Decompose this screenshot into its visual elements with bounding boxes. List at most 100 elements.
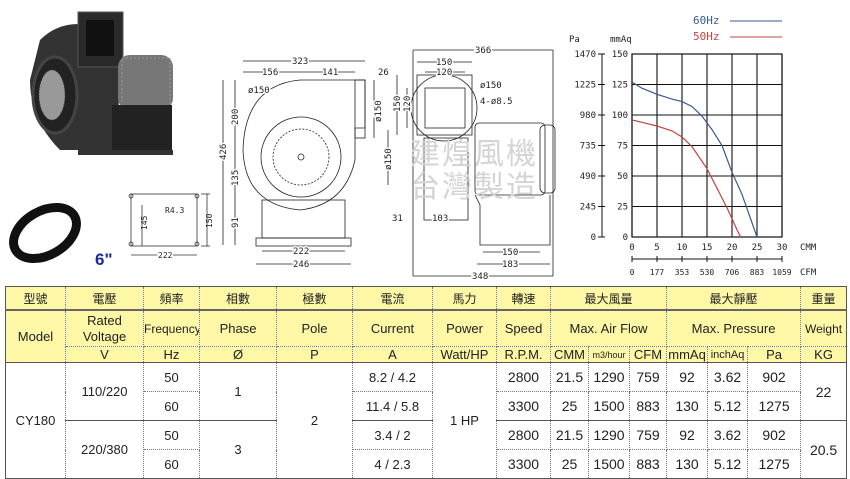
- y2-axis-title: Pa: [569, 35, 580, 45]
- x2-tick-label: 706: [725, 268, 740, 277]
- x-tick-label: 0: [629, 243, 634, 253]
- cell-inchaq: 3.62: [707, 362, 749, 392]
- hdr-voltage: Rated Voltage: [65, 310, 144, 347]
- y-tick-label: 125: [612, 81, 628, 91]
- y2-tick-label: 980: [580, 111, 596, 121]
- dim-side-holes: 4-ø8.5: [480, 97, 513, 107]
- x2-tick-label: 883: [750, 268, 765, 277]
- hdr-speed: Speed: [496, 310, 551, 347]
- dim-front-upper-height: 200: [231, 109, 241, 125]
- cell-cmm: 21.5: [550, 420, 589, 450]
- hdr-phase-zh: 相數: [199, 286, 277, 311]
- dim-side-flange-height-inner: 120: [403, 96, 413, 112]
- x-tick-label: 5: [654, 243, 659, 253]
- mount-height-label: 150: [205, 213, 214, 228]
- y-tick-label: 25: [617, 203, 628, 213]
- cell-mmaq: 92: [666, 420, 709, 450]
- unit-kg: KG: [800, 346, 848, 363]
- dim-side-base-outer: 183: [502, 260, 518, 270]
- cell-rpm: 3300: [496, 449, 551, 479]
- dim-front-right-width: 141: [322, 68, 338, 78]
- cell-rpm: 2800: [496, 362, 551, 392]
- cell-cmm: 21.5: [550, 362, 589, 392]
- cell-power: 1 HP: [432, 362, 497, 479]
- mount-height-inner-label: 145: [140, 215, 149, 230]
- dim-side-offset: 31: [392, 214, 403, 224]
- cell-inchaq: 5.12: [707, 391, 749, 421]
- y2-tick-label: 490: [580, 172, 596, 182]
- y2-tick-label: 735: [580, 142, 596, 152]
- unit-rpm: R.P.M.: [496, 346, 551, 363]
- cell-frequency: 50: [143, 362, 200, 392]
- unit-hz: Hz: [143, 346, 200, 363]
- dim-side-flange-height: 150: [393, 96, 403, 112]
- cell-cfm: 759: [628, 420, 668, 450]
- cell-rpm: 2800: [496, 420, 551, 450]
- hdr-airflow: Max. Air Flow: [549, 310, 668, 347]
- dim-side-base-inner: 150: [502, 248, 518, 258]
- performance-chart: 0051771035315530207062588330105900252455…: [569, 14, 817, 278]
- watermark-text: 建煌風機 台灣製造: [410, 137, 538, 205]
- mount-width-label: 222: [158, 251, 173, 260]
- hdr-power-zh: 馬力: [432, 286, 497, 311]
- mount-radius-label: R4.3: [165, 206, 184, 215]
- dim-front-base-outer: 246: [293, 260, 309, 270]
- cell-rpm: 3300: [496, 391, 551, 421]
- y2-tick-label: 0: [591, 233, 596, 243]
- hdr-airflow-zh: 最大風量: [549, 286, 668, 311]
- hdr-model-zh: 型號: [5, 286, 66, 311]
- dim-side-housing-width: 103: [432, 214, 448, 224]
- size-label: 6": [95, 250, 113, 269]
- dim-side-flange-inner: 120: [436, 68, 452, 78]
- cell-current: 4 / 2.3: [352, 449, 433, 479]
- unit-inchaq: inchAq: [707, 346, 749, 363]
- hdr-pressure: Max. Pressure: [666, 310, 802, 347]
- cell-frequency: 60: [143, 449, 200, 479]
- hdr-current: Current: [352, 310, 433, 347]
- cell-pa: 902: [747, 420, 802, 450]
- cell-pa: 1275: [747, 391, 802, 421]
- header-row-zh: 型號 電壓 頻率 相數 極數 電流 馬力 轉速 最大風量 最大靜壓 重量: [5, 286, 848, 311]
- cell-cmm: 25: [550, 449, 589, 479]
- x2-tick-label: 530: [700, 268, 715, 277]
- unit-m3h: m3/hour: [588, 346, 630, 363]
- x-tick-label: 20: [727, 243, 738, 253]
- cell-frequency: 60: [143, 391, 200, 421]
- hdr-model: Model: [5, 310, 66, 363]
- hdr-phase: Phase: [199, 310, 277, 347]
- dim-front-base-height: 91: [231, 217, 241, 228]
- x-tick-label: 25: [752, 243, 763, 253]
- dim-front-total-width: 323: [292, 57, 308, 67]
- y-tick-label: 0: [623, 233, 628, 243]
- cell-cfm: 883: [628, 391, 668, 421]
- dim-side-total-width: 366: [475, 46, 491, 56]
- dim-front-left-width: 156: [262, 68, 278, 78]
- cell-cfm: 759: [628, 362, 668, 392]
- cell-phase: 1: [199, 362, 277, 421]
- hdr-frequency-zh: 頻率: [143, 286, 200, 311]
- dim-side-length: 348: [472, 272, 488, 282]
- cell-pole: 2: [276, 362, 353, 479]
- x-tick-label: 30: [777, 243, 788, 253]
- dim-front-flange: 26: [378, 68, 389, 78]
- hdr-frequency: Frequency: [143, 310, 200, 347]
- x2-tick-label: 353: [675, 268, 690, 277]
- cell-inchaq: 3.62: [707, 420, 749, 450]
- hdr-weight-zh: 重量: [800, 286, 848, 311]
- cell-m3h: 1290: [588, 420, 630, 450]
- cell-m3h: 1500: [588, 391, 630, 421]
- mount-plate-drawing: [128, 193, 210, 256]
- flange-ring-photo: [9, 202, 81, 264]
- x2-axis-title: CFM: [800, 268, 817, 278]
- drawing-area: R4.3 145 150 222 323 156 141 26 ø150 200…: [9, 11, 817, 284]
- x-tick-label: 10: [677, 243, 688, 253]
- y-tick-label: 75: [617, 142, 628, 152]
- cell-m3h: 1500: [588, 449, 630, 479]
- y2-tick-label: 1225: [574, 81, 596, 91]
- hdr-pole-zh: 極數: [276, 286, 353, 311]
- cell-phase: 3: [199, 420, 277, 479]
- y-tick-label: 100: [612, 111, 628, 121]
